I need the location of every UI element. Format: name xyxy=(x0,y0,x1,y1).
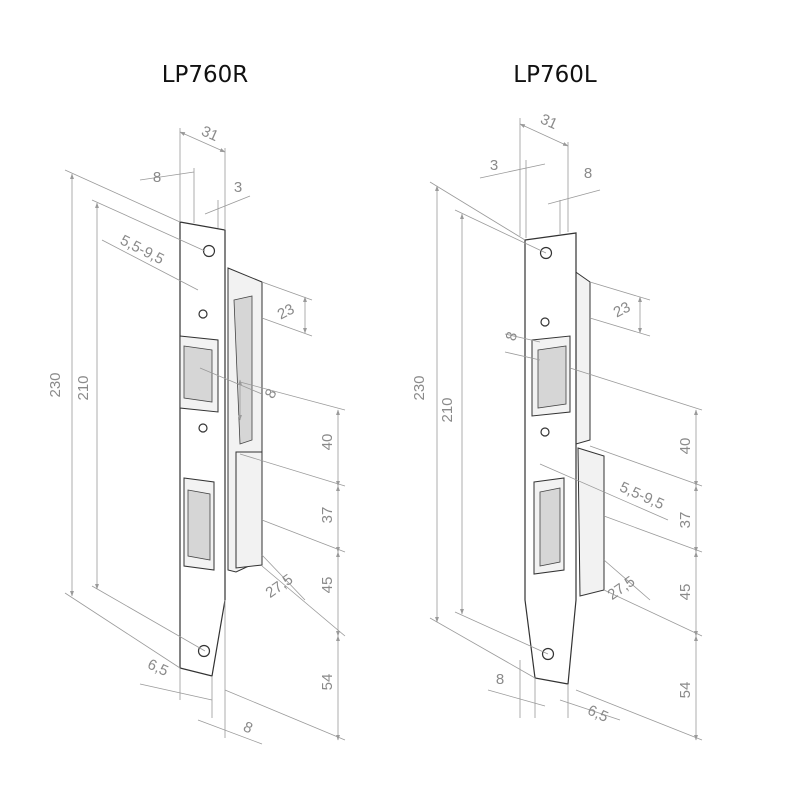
adjust-screw-1-lp760l xyxy=(540,317,550,327)
strike-plate-lp760r xyxy=(179,221,263,677)
lower-latch-lp760r xyxy=(187,489,211,561)
dim-37-lp760r: 37 xyxy=(319,507,336,524)
dim-27-5-lp760r: 27,5 xyxy=(263,571,297,602)
dim-31-lp760l: 31 xyxy=(538,111,560,133)
dim-230-lp760r: 230 xyxy=(47,372,64,397)
dim-8-top-lp760r: 8 xyxy=(153,169,161,186)
dim-8-top-lp760l: 8 xyxy=(584,165,592,182)
lower-latch-lp760l xyxy=(539,487,561,567)
dim-8-bottom-lp760l: 8 xyxy=(496,671,504,688)
dim-45-lp760l: 45 xyxy=(677,584,694,601)
adjust-screw-2-lp760l xyxy=(540,427,550,437)
dim-45-lp760r: 45 xyxy=(319,577,336,594)
strike-plate-lp760l xyxy=(524,232,605,685)
lower-keeper-lp760r xyxy=(235,451,263,569)
plate-body-lp760r xyxy=(179,221,226,677)
dim-210-lp760r: 210 xyxy=(75,375,92,400)
dim-23-lp760l: 23 xyxy=(611,299,634,322)
dim-54-lp760l: 54 xyxy=(677,682,694,699)
title-lp760r: LP760R xyxy=(162,62,249,88)
dim-40-lp760l: 40 xyxy=(677,438,694,455)
dim-27-5-lp760l: 27,5 xyxy=(605,573,639,604)
dim-37-lp760l: 37 xyxy=(677,512,694,529)
dim-40-lp760r: 40 xyxy=(319,434,336,451)
screw-hole-bottom-lp760r xyxy=(197,644,211,658)
dim-6-5-lp760l: 6,5 xyxy=(585,702,611,726)
screw-hole-top-lp760r xyxy=(202,244,216,258)
dim-230-lp760l: 230 xyxy=(411,375,428,400)
upper-latch-lp760l xyxy=(537,345,567,409)
title-lp760l: LP760L xyxy=(513,62,597,88)
dim-8-mid-lp760l: 8 xyxy=(502,330,521,344)
adjust-screw-2-lp760r xyxy=(198,423,208,433)
dim-3-lp760l: 3 xyxy=(490,157,498,174)
dim-3-lp760r: 3 xyxy=(234,179,242,196)
dim-31-lp760r: 31 xyxy=(199,123,221,145)
dim-8-bottom-lp760r: 8 xyxy=(241,718,256,737)
dim-23-lp760r: 23 xyxy=(275,301,298,324)
plate-body-lp760l xyxy=(524,232,577,685)
dim-54-lp760r: 54 xyxy=(319,674,336,691)
drawing-lp760r: LP760R 31 8 xyxy=(47,62,346,745)
dim-slot-lp760r: 5,5-9,5 xyxy=(117,232,166,268)
lower-keeper-lp760l xyxy=(577,447,605,597)
adjust-screw-1-lp760r xyxy=(198,309,208,319)
dim-210-lp760l: 210 xyxy=(439,397,456,422)
upper-latch-lp760r xyxy=(183,345,213,403)
dimensions-lp760l: 31 3 8 23 230 210 xyxy=(411,111,703,741)
drawing-lp760l: LP760L 31 3 8 xyxy=(411,62,703,741)
dim-slot-lp760l: 5,5-9,5 xyxy=(617,479,667,514)
